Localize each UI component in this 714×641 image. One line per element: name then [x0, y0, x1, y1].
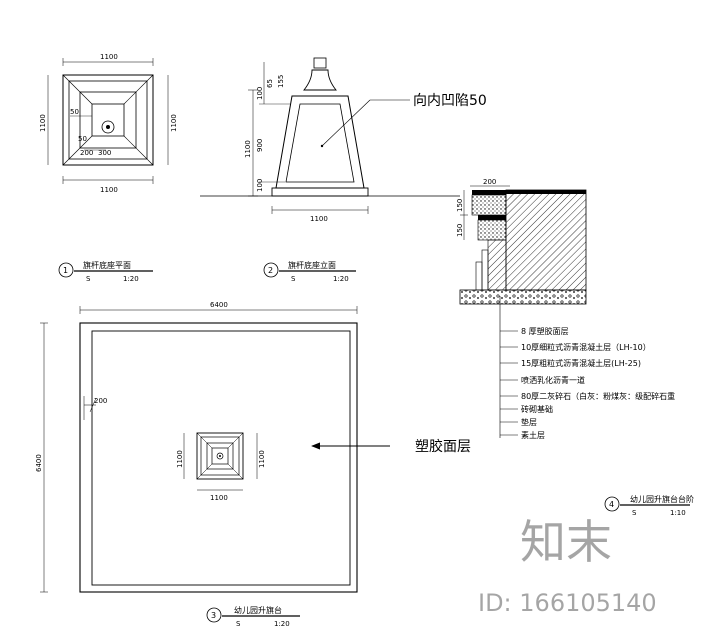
- elevation-caption-number: 2: [268, 266, 273, 275]
- plan-large-caption-scale-left: S: [236, 620, 241, 628]
- plan-small-dim-inner-b: 50: [78, 135, 87, 143]
- elevation-dim-mid: 900: [256, 139, 264, 152]
- plan-large-callout: 塑胶面层: [415, 438, 471, 455]
- plan-small: 1100 1100 1100 1100 50 50 200 300 1 旗杆底座…: [39, 53, 178, 283]
- section-layer: 素土层: [521, 430, 545, 440]
- section-layer: 15厚粗粒式沥青混凝土层(LH-25): [521, 358, 641, 368]
- watermark-id: ID: 166105140: [478, 589, 657, 617]
- watermark: 知末 ID: 166105140: [478, 515, 657, 617]
- plan-small-dim-inner-d: 300: [98, 149, 111, 157]
- plan-large: 6400 6400 200 1100 1100 1100 塑胶面层 3 幼儿园升…: [35, 301, 471, 628]
- plan-large-dim-left: 6400: [35, 454, 43, 472]
- plan-large-caption-title: 幼儿园升旗台: [234, 605, 282, 615]
- section-layer: 垫层: [521, 417, 537, 427]
- elevation-callout: 向内凹陷50: [413, 93, 487, 109]
- plan-small-dim-inner-c: 200: [80, 149, 93, 157]
- elevation: 向内凹陷50 65 155 100 1100 900 100 1100 2 旗杆…: [200, 57, 487, 283]
- plan-large-caption-number: 3: [211, 611, 216, 620]
- elevation-caption-scale-right: 1:20: [333, 275, 349, 283]
- elevation-caption-scale-left: S: [291, 275, 296, 283]
- plan-small-caption-number: 1: [63, 266, 68, 275]
- section-caption-title: 幼儿园升旗台台阶: [630, 494, 694, 504]
- section-caption-scale-left: S: [632, 509, 637, 517]
- plan-large-dim-center-bottom: 1100: [210, 494, 228, 502]
- plan-small-dim-right: 1100: [170, 114, 178, 132]
- elevation-dim-top2: 155: [277, 75, 285, 88]
- section-layer: 10厚细粒式沥青混凝土层（LH-10）: [521, 342, 651, 352]
- section-dim-b: 150: [456, 224, 464, 237]
- plan-small-caption-scale-left: S: [86, 275, 91, 283]
- plan-large-caption-scale-right: 1:20: [274, 620, 290, 628]
- section-layer: 砖砌基础: [521, 404, 553, 414]
- plan-small-dim-bottom: 1100: [100, 186, 118, 194]
- section-dim-a: 150: [456, 199, 464, 212]
- section-detail: 200 150 150 8 厚塑胶面层 10厚细粒式沥青混凝土层（LH-10） …: [456, 178, 694, 517]
- section-layer: 喷洒乳化沥青一道: [521, 375, 585, 385]
- plan-small-dim-inner-a: 50: [70, 108, 79, 116]
- plan-large-dim-center-left: 1100: [176, 450, 184, 468]
- elevation-caption-title: 旗杆底座立面: [288, 260, 336, 270]
- section-layer: 80厚二灰碎石（白灰：粉煤灰：级配碎石重: [521, 391, 675, 401]
- elevation-dim-top1: 65: [266, 79, 274, 88]
- plan-large-dim-edge: 200: [94, 397, 107, 405]
- plan-small-caption-title: 旗杆底座平面: [83, 260, 131, 270]
- section-caption-scale-right: 1:10: [670, 509, 686, 517]
- plan-large-dim-center-right: 1100: [258, 450, 266, 468]
- elevation-dim-a: 100: [256, 87, 264, 100]
- plan-small-caption-scale-right: 1:20: [123, 275, 139, 283]
- section-caption-number: 4: [609, 500, 614, 509]
- plan-small-dim-top: 1100: [100, 53, 118, 61]
- section-dim-top: 200: [483, 178, 496, 186]
- plan-small-dim-left: 1100: [39, 114, 47, 132]
- elevation-dim-width: 1100: [310, 215, 328, 223]
- section-layer: 8 厚塑胶面层: [521, 326, 569, 336]
- elevation-dim-total: 1100: [244, 140, 252, 158]
- watermark-logo: 知末: [520, 515, 612, 569]
- elevation-dim-bottom: 100: [256, 179, 264, 192]
- plan-large-dim-top: 6400: [210, 301, 228, 309]
